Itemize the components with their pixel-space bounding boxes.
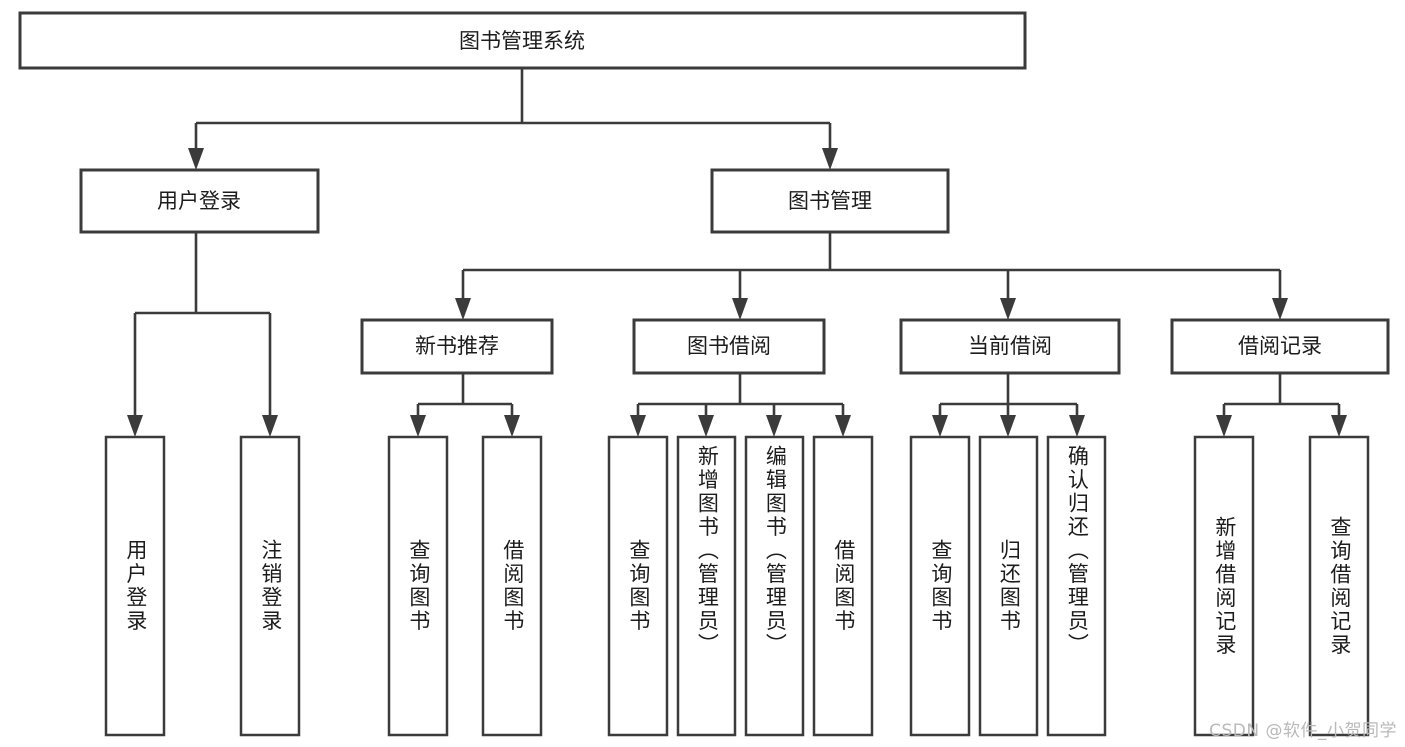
arrowhead-leaf-query-book-3 [932,415,948,437]
node-new-book-recommend-box[interactable] [360,318,554,375]
node-book-borrow[interactable]: 图书借阅 [632,318,826,375]
node-root-label: 图书管理系统 [459,29,585,53]
arrowhead-leaf-return-book [1000,415,1016,437]
node-borrow-record[interactable]: 借阅记录 [1170,318,1390,375]
node-leaf-add-book-box[interactable] [676,435,737,737]
node-leaf-confirm-return-box[interactable] [1046,435,1107,737]
node-book-borrow-label: 图书借阅 [687,334,771,358]
arrowhead-new-book-recommend [455,298,471,320]
node-leaf-borrow-book-2-box[interactable] [812,435,874,737]
arrowhead-leaf-confirm-return [1069,415,1085,437]
leaf-boxes-group [104,435,1370,737]
node-borrow-record-box[interactable] [1170,318,1390,375]
node-leaf-borrow-book-1-box[interactable] [481,435,543,737]
node-book-manage-box[interactable] [710,168,950,234]
node-root-box[interactable] [18,11,1027,70]
arrowhead-current-borrow [1000,298,1016,320]
node-current-borrow-box[interactable] [899,318,1121,375]
node-borrow-record-label: 借阅记录 [1238,334,1322,358]
arrowhead-leaf-query-book-1 [410,415,426,437]
node-leaf-edit-book-box[interactable] [744,435,805,737]
node-leaf-return-book-box[interactable] [978,435,1039,737]
arrowhead-user-login [188,148,204,170]
arrowhead-book-borrow [732,298,748,320]
node-leaf-query-book-1-box[interactable] [387,435,449,737]
node-current-borrow[interactable]: 当前借阅 [899,318,1121,375]
arrowhead-leaf-query-record [1331,415,1347,437]
arrowhead-leaf-borrow-book-2 [835,415,851,437]
connectors-group [127,68,1347,437]
node-current-borrow-label: 当前借阅 [968,334,1052,358]
arrowhead-borrow-record [1272,298,1288,320]
node-root[interactable]: 图书管理系统 [18,11,1027,70]
arrowhead-leaf-borrow-book-1 [504,415,520,437]
arrowhead-book-manage [822,148,838,170]
arrowhead-leaf-add-record [1216,415,1232,437]
node-user-login-label: 用户登录 [157,189,241,213]
node-user-login-box[interactable] [79,168,320,234]
node-user-login[interactable]: 用户登录 [79,168,320,234]
node-book-manage[interactable]: 图书管理 [710,168,950,234]
csdn-watermark: CSDN @软件_小贺同学 [1209,721,1397,741]
node-leaf-query-record-box[interactable] [1308,435,1370,737]
arrowhead-leaf-add-book [698,415,714,437]
node-book-borrow-box[interactable] [632,318,826,375]
node-leaf-query-book-2-box[interactable] [607,435,669,737]
node-leaf-add-record-box[interactable] [1193,435,1255,737]
arrowhead-leaf-edit-book [766,415,782,437]
node-new-book-recommend-label: 新书推荐 [415,334,499,358]
node-leaf-user-login-box[interactable] [104,435,166,737]
node-leaf-query-book-3-box[interactable] [909,435,971,737]
node-new-book-recommend[interactable]: 新书推荐 [360,318,554,375]
arrowhead-leaf-user-login [127,415,143,437]
node-leaf-logout-login-box[interactable] [239,435,301,737]
node-book-manage-label: 图书管理 [788,189,872,213]
arrowhead-leaf-query-book-2 [630,415,646,437]
arrowhead-leaf-logout-login [262,415,278,437]
